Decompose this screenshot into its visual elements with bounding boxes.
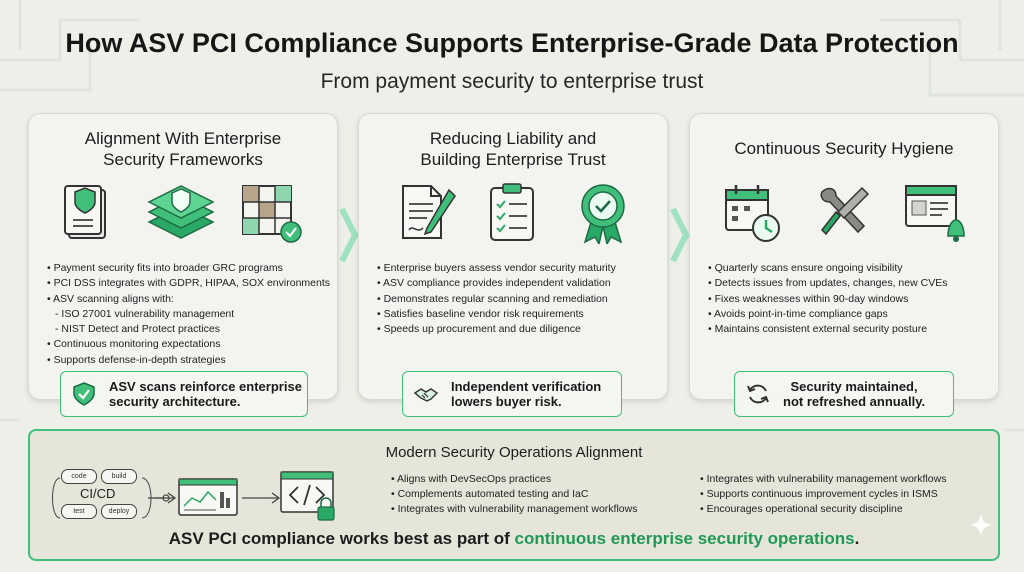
dashboard-icon [178,478,238,516]
card-bullet-list: • Quarterly scans ensure ongoing visibil… [708,261,990,337]
callout-line-1: Security maintained, [790,379,918,394]
card-icon-row [690,182,998,248]
bullet-item: • Complements automated testing and IaC [391,488,589,500]
callout-line-1: Independent verification [451,379,602,394]
security-operations-panel: Modern Security Operations Alignment cod… [28,429,1000,561]
pipeline-pill: deploy [101,504,137,519]
card-bullet-list: • Payment security fits into broader GRC… [47,261,330,368]
bullet-item: • Payment security fits into broader GRC… [47,262,283,274]
shield-check-icon [73,382,95,406]
card-title-line-1: Alignment With Enterprise [84,129,282,148]
bullet-item: • PCI DSS integrates with GDPR, HIPAA, S… [47,277,330,290]
panel-title: Modern Security Operations Alignment [385,444,643,461]
contract-pen-icon [402,185,456,239]
pipeline-pill: build [101,469,137,484]
callout-enterprise-architecture: ASV scans reinforce enterprise security … [60,371,308,417]
bullet-item: • Supports defense-in-depth strategies [47,353,226,366]
alignment-list-left: • Aligns with DevSecOps practices • Comp… [391,472,637,517]
closing-tagline: ASV PCI compliance works best as part of… [30,529,998,549]
card-liability-trust: Reducing Liability and Building Enterpri… [358,113,668,400]
card-title-line-2: Building Enterprise Trust [420,150,606,169]
bullet-item: • Speeds up procurement and due diligenc… [377,323,581,336]
bullet-item: • ASV scanning aligns with: [47,292,174,305]
grid-check-icon [242,185,302,243]
card-icon-row [29,182,337,248]
bullet-sub-item: - ISO 27001 vulnerability management [55,307,235,320]
page-title: How ASV PCI Compliance Supports Enterpri… [65,28,959,58]
tagline-highlight: continuous enterprise security operation… [514,529,855,548]
chevron-right-icon [670,207,689,263]
tagline-suffix: . [854,529,860,548]
browser-alert-icon [905,185,965,242]
callout-line-2: not refreshed annually. [783,394,926,409]
bullet-item: • Demonstrates regular scanning and reme… [377,292,608,305]
code-window-lock-icon [280,471,335,521]
bullet-item: • Quarterly scans ensure ongoing visibil… [708,262,903,274]
layers-shield-icon [147,185,215,239]
bullet-item: • Enterprise buyers assess vendor securi… [377,262,616,274]
pipeline-pill: test [61,504,97,519]
award-badge-icon [581,184,625,244]
arrow-right-icon [242,492,281,504]
bullet-sub-item: - NIST Detect and Protect practices [55,323,220,336]
wrench-screwdriver-icon [820,186,870,236]
bullet-item: • ASV compliance provides independent va… [377,277,611,290]
card-bullet-list: • Enterprise buyers assess vendor securi… [377,261,659,337]
cicd-label: CI/CD [80,486,116,501]
sparkle-icon [969,513,993,537]
callout-line-1: ASV scans reinforce enterprise [109,379,302,394]
callout-line-2: security architecture. [109,394,241,409]
card-title-line-1: Reducing Liability and [429,129,597,148]
card-title-line-1: Continuous Security Hygiene [734,139,954,158]
bullet-item: • Aligns with DevSecOps practices [391,473,552,485]
bullet-item: • Maintains consistent external security… [708,323,928,336]
bullet-item: • Encourages operational security discip… [700,503,903,515]
card-title-line-2: Security Frameworks [103,150,263,169]
handshake-icon [413,388,439,402]
calendar-clock-icon [725,185,780,242]
alignment-list-right: • Integrates with vulnerability manageme… [700,472,946,517]
callout-independent-verification: Independent verification lowers buyer ri… [402,371,622,417]
callout-security-maintained: Security maintained, not refreshed annua… [734,371,954,417]
bullet-item: • Supports continuous improvement cycles… [700,488,938,500]
page-subtitle: From payment security to enterprise trus… [320,70,704,93]
bullet-item: • Satisfies baseline vendor risk require… [377,307,584,320]
bullet-item: • Integrates with vulnerability manageme… [700,473,947,485]
chevron-right-icon [339,207,358,263]
card-security-hygiene: Continuous Security Hygiene [689,113,999,400]
refresh-icon [747,384,769,404]
clipboard-checklist-icon [490,183,534,241]
arrow-right-icon [148,492,177,504]
bullet-item: • Integrates with vulnerability manageme… [391,503,638,515]
document-shield-icon [64,185,106,239]
card-enterprise-frameworks: Alignment With Enterprise Security Frame… [28,113,338,400]
bullet-item: • Avoids point-in-time compliance gaps [708,307,888,320]
callout-line-2: lowers buyer risk. [451,394,562,409]
bullet-item: • Fixes weaknesses within 90-day windows [708,292,909,305]
card-icon-row [359,182,667,248]
tagline-prefix: ASV PCI compliance works best as part of [168,529,515,548]
bullet-item: • Continuous monitoring expectations [47,338,221,351]
pipeline-pill: code [61,469,97,484]
bullet-item: • Detects issues from updates, changes, … [708,277,948,290]
